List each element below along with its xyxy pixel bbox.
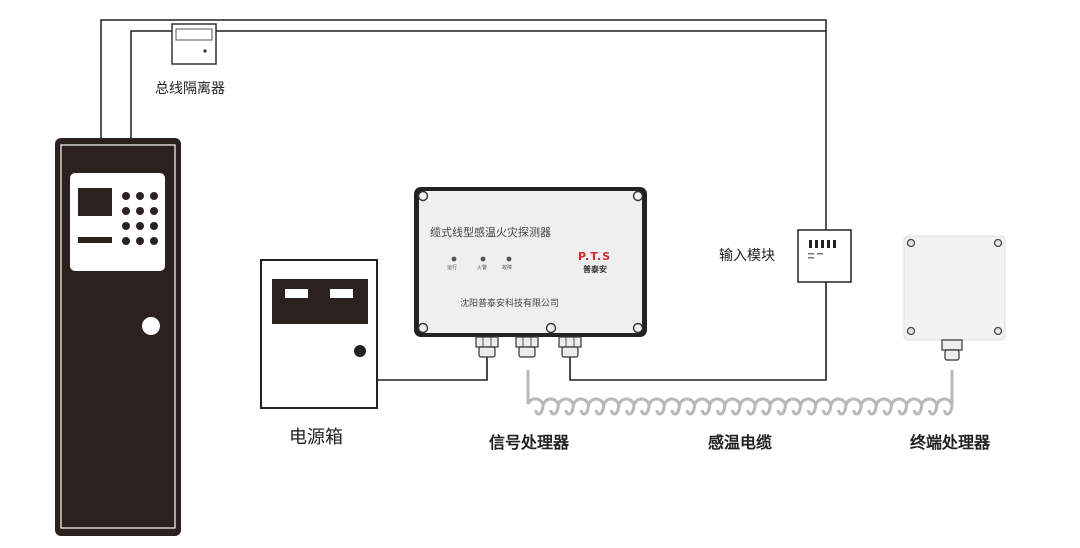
led-label-fault: 故障 bbox=[502, 265, 513, 271]
sensing-cable-label: 感温电缆 bbox=[708, 433, 773, 452]
bus-isolator bbox=[171, 23, 217, 65]
power-box bbox=[260, 259, 378, 409]
led-label-run: 运行 bbox=[447, 265, 458, 271]
brand-logo: P.T.S bbox=[578, 250, 612, 263]
bus-wires bbox=[100, 19, 827, 232]
sensing-cable bbox=[526, 370, 954, 416]
terminal-processor-label: 终端处理器 bbox=[910, 433, 991, 452]
led-label-fire: 火警 bbox=[477, 265, 488, 271]
power-box-label: 电源箱 bbox=[289, 427, 343, 448]
controller-cabinet bbox=[55, 138, 181, 536]
brand-name: 普泰安 bbox=[583, 265, 607, 274]
bus-isolator-label: 总线隔离器 bbox=[155, 81, 225, 97]
input-module bbox=[797, 229, 852, 283]
input-module-label: 输入模块 bbox=[719, 248, 775, 264]
signal-processor-label: 信号处理器 bbox=[489, 433, 570, 452]
connection-wires bbox=[377, 282, 827, 381]
detector-title: 缆式线型感温火灾探测器 bbox=[430, 226, 551, 239]
company-name: 沈阳普泰安科技有限公司 bbox=[460, 299, 560, 309]
detector-unit bbox=[414, 187, 647, 358]
terminal-processor bbox=[903, 235, 1006, 361]
